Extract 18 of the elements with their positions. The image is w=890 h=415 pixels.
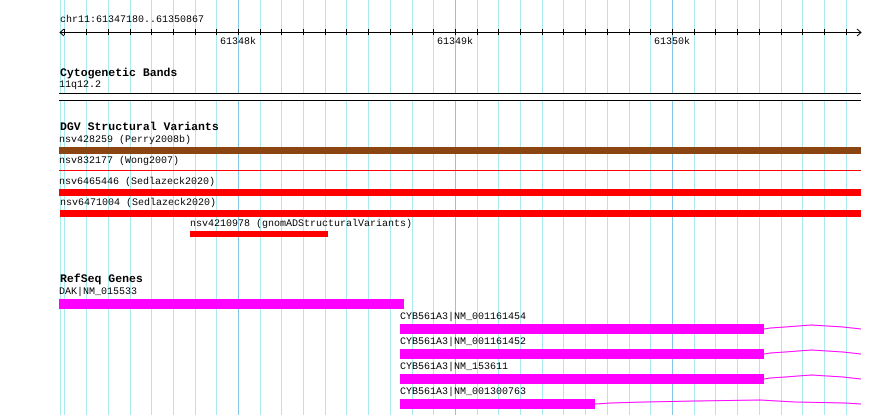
feature-label: CYB561A3|NM_001300763 [400, 387, 526, 398]
track-title: DGV Structural Variants [60, 122, 219, 134]
feature-label: CYB561A3|NM_001161452 [400, 337, 526, 348]
tick-label: 61348k [220, 37, 256, 48]
feature-label: nsv6471004 (Sedlazeck2020) [60, 198, 216, 209]
feature-label: CYB561A3|NM_001161454 [400, 312, 526, 323]
tick-label: 61350k [654, 37, 690, 48]
region-coordinates: chr11:61347180..61350867 [60, 15, 204, 26]
feature-label: DAK|NM_015533 [59, 287, 138, 298]
track-title: Cytogenetic Bands [60, 68, 178, 80]
feature-label: nsv4210978 (gnomADStructuralVariants) [190, 219, 412, 230]
feature-label: nsv6465446 (Sedlazeck2020) [59, 177, 216, 188]
feature-label: CYB561A3|NM_153611 [400, 362, 508, 373]
feature-label: 11q12.2 [59, 80, 102, 91]
track-title: RefSeq Genes [60, 274, 143, 286]
tick-label: 61349k [437, 37, 474, 48]
feature-label: nsv832177 (Wong2007) [59, 156, 180, 167]
feature-label: nsv428259 (Perry2008b) [59, 135, 192, 146]
